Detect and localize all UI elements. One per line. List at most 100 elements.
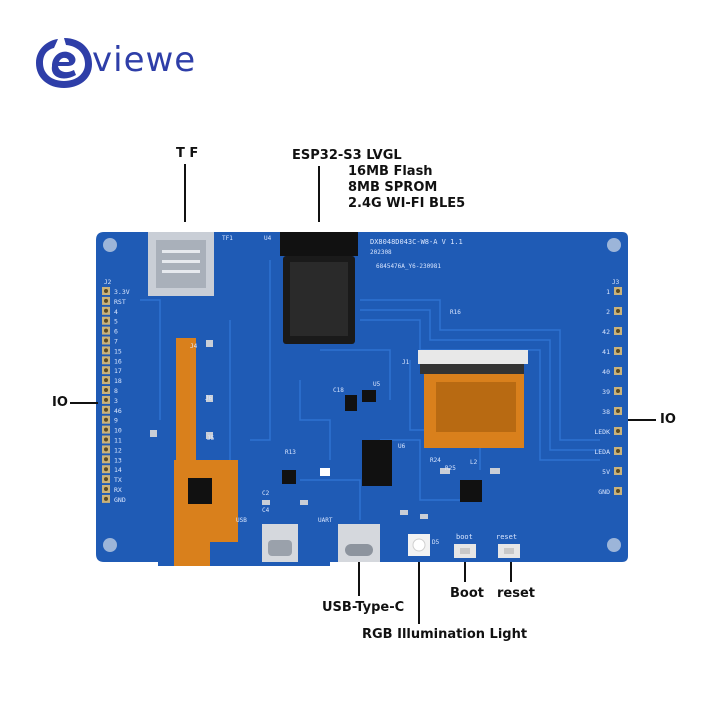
- header-pin-label: 12: [114, 446, 122, 454]
- header-pin-hole: [104, 289, 108, 293]
- left-header-id: J2: [104, 279, 112, 286]
- header-pin-label: 16: [114, 357, 122, 365]
- silk-j6: J6: [205, 395, 213, 402]
- silk-uart: UART: [318, 517, 333, 524]
- header-pin-label: 15: [114, 347, 122, 355]
- header-pin-label: RST: [114, 298, 126, 306]
- header-pin-label: 4: [114, 308, 118, 316]
- left-header: 3.3VRST456715161718834691011121314TXRXGN…: [102, 287, 130, 504]
- silk-r25: R25: [445, 465, 456, 472]
- header-pin-hole: [104, 407, 108, 412]
- header-pin-hole: [104, 318, 108, 323]
- board-date-code: 202308: [370, 249, 392, 256]
- header-pin-hole: [104, 417, 108, 422]
- header-pin-label: 42: [602, 328, 610, 336]
- header-pin-label: 46: [114, 407, 122, 415]
- silk-tf: TF1: [222, 235, 233, 242]
- silk-usb: USB: [236, 517, 247, 524]
- callout-chip-flash: 16MB Flash: [348, 164, 433, 179]
- mounting-hole: [607, 538, 621, 552]
- header-pin-hole: [104, 348, 108, 353]
- header-pin-label: RX: [114, 486, 122, 494]
- header-pin-hole: [616, 469, 620, 473]
- usb-type-c-port: [338, 524, 380, 562]
- header-pin-hole: [104, 358, 108, 363]
- esp32-s3-module: [280, 232, 358, 344]
- reset-button: [498, 544, 520, 558]
- mounting-hole: [607, 238, 621, 252]
- callout-chip-wifi: 2.4G WI-FI BLE5: [348, 196, 466, 211]
- header-pin-label: 39: [602, 388, 610, 396]
- leader-rgb-light: [418, 562, 420, 624]
- header-pin-label: 17: [114, 367, 122, 375]
- header-pin-label: 8: [114, 387, 118, 395]
- silk-d5: D5: [432, 539, 440, 546]
- uart-chip: [362, 440, 392, 486]
- header-pin-hole: [104, 467, 108, 472]
- callout-reset: reset: [497, 586, 535, 601]
- silk-c2: C2: [262, 490, 270, 497]
- silk-r24: R24: [430, 457, 441, 464]
- header-pin-hole: [104, 487, 108, 491]
- fpc-connector: [418, 350, 528, 448]
- header-pin-hole: [616, 369, 620, 373]
- header-pin-hole: [104, 437, 108, 442]
- leader-boot: [464, 562, 466, 582]
- header-pin-label: 10: [114, 427, 122, 435]
- header-pin-label: 18: [114, 377, 122, 385]
- silk-c4: C4: [262, 507, 270, 514]
- header-pin-hole: [104, 496, 108, 501]
- header-pin-hole: [104, 397, 108, 402]
- header-pin-hole: [616, 289, 620, 293]
- header-pin-label: 3.3V: [114, 288, 130, 296]
- callout-io-right: IO: [660, 412, 676, 427]
- leader-io-right: [628, 419, 656, 421]
- silk-j1: J1: [402, 359, 410, 366]
- header-pin-hole: [104, 368, 108, 373]
- header-pin-label: 6: [114, 328, 118, 336]
- callout-chip-sprom: 8MB SPROM: [348, 180, 438, 195]
- header-pin-hole: [104, 298, 108, 303]
- silk-u5: U5: [373, 381, 381, 388]
- silk-r16: R16: [450, 309, 461, 316]
- leader-tf: [184, 164, 186, 222]
- brand-name: viewe: [92, 40, 197, 80]
- leader-chip: [318, 166, 320, 222]
- header-pin-label: TX: [114, 476, 122, 484]
- header-pin-hole: [104, 457, 108, 462]
- header-pin-label: 40: [602, 368, 610, 376]
- header-pin-label: GND: [114, 496, 126, 504]
- silk-j5: J5: [207, 435, 215, 442]
- header-pin-label: GND: [598, 488, 610, 496]
- silk-r13: R13: [285, 449, 296, 456]
- header-pin-hole: [616, 409, 620, 413]
- mounting-hole: [103, 238, 117, 252]
- header-pin-hole: [104, 378, 108, 383]
- small-components: [150, 340, 500, 519]
- header-pin-label: LEDK: [594, 428, 610, 436]
- right-header-id: J3: [612, 279, 620, 286]
- board-model-text: DX8048D043C-W8-A V 1.1: [370, 238, 463, 246]
- callout-boot: Boot: [450, 586, 484, 601]
- header-pin-hole: [616, 449, 620, 453]
- callout-rgb-light: RGB Illumination Light: [362, 627, 528, 642]
- flex-ribbon: [174, 338, 238, 566]
- header-pin-hole: [104, 477, 108, 482]
- header-pin-hole: [104, 447, 108, 452]
- header-pin-hole: [616, 349, 620, 353]
- header-pin-hole: [616, 489, 620, 493]
- rgb-led: [408, 534, 430, 556]
- leader-reset: [510, 562, 512, 582]
- board-serial-text: 6845476A_Y6-230981: [376, 263, 441, 270]
- header-pin-label: 3: [114, 397, 118, 405]
- callout-tf: T F: [176, 146, 199, 161]
- header-pin-hole: [104, 328, 108, 333]
- header-pin-label: 1: [606, 288, 610, 296]
- callout-io-left: IO: [52, 395, 68, 410]
- leader-usb-type-c: [358, 562, 360, 596]
- header-pin-label: 5: [114, 318, 118, 326]
- header-pin-hole: [104, 338, 108, 343]
- header-pin-label: 11: [114, 437, 122, 445]
- callout-chip-title: ESP32-S3 LVGL: [292, 148, 402, 163]
